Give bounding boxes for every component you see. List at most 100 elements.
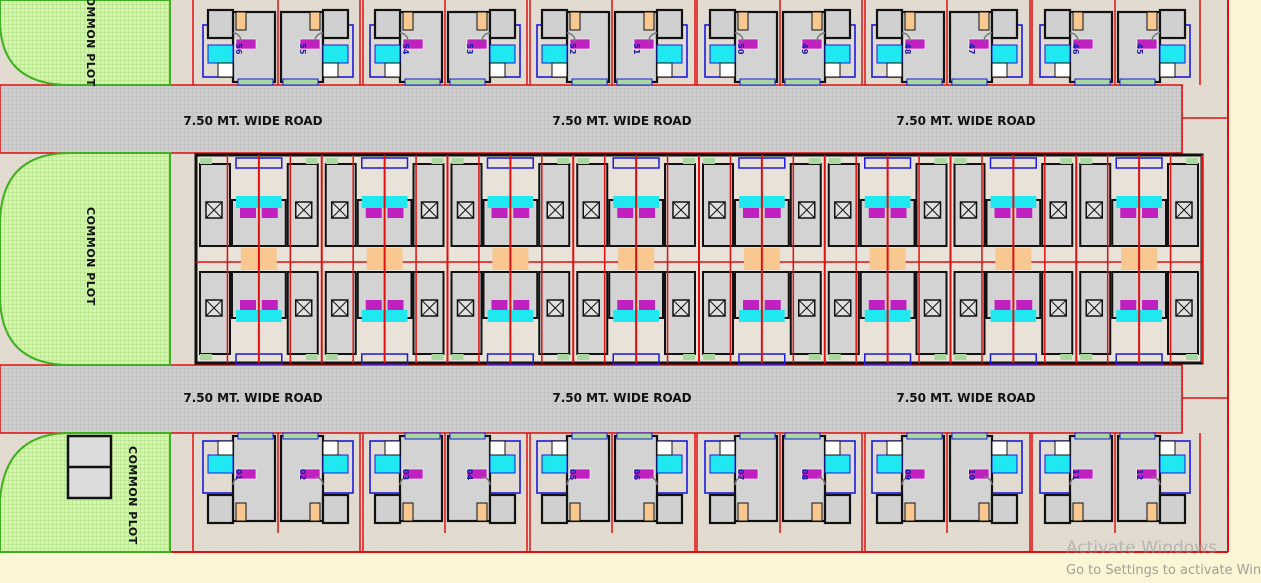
staircase: [365, 300, 382, 310]
store: [824, 62, 841, 78]
store: [886, 440, 903, 456]
unit-number: 45: [1135, 43, 1144, 55]
unit-number: 11: [1071, 469, 1080, 481]
store: [656, 62, 673, 78]
toilet: [402, 502, 414, 522]
cluster-7: [1079, 155, 1203, 365]
green-strip: [305, 354, 318, 360]
staircase: [299, 468, 321, 480]
staircase: [743, 300, 759, 310]
wash-area: [656, 454, 683, 474]
side-room: [540, 493, 569, 525]
staircase: [299, 38, 321, 50]
staircase: [1072, 468, 1094, 480]
lift-cross: [546, 299, 564, 317]
door-swing: [314, 476, 324, 486]
side-room: [206, 8, 235, 40]
road-label-upper-3: 7.50 MT. WIDE ROAD: [896, 114, 1035, 128]
lift-cross: [582, 201, 600, 219]
store: [991, 62, 1008, 78]
lift-cross: [546, 201, 564, 219]
door-swing: [648, 32, 658, 42]
lift-cross: [1049, 299, 1067, 317]
toilet: [569, 11, 581, 31]
store: [551, 440, 568, 456]
staircase: [904, 38, 926, 50]
side-room: [321, 8, 350, 40]
parking-strip: [951, 78, 988, 86]
store: [489, 440, 506, 456]
green-strip: [808, 158, 821, 164]
unit-number: 55: [298, 43, 307, 55]
lift-cross: [421, 201, 438, 219]
side-room: [823, 493, 852, 525]
unit-number: 51: [632, 43, 641, 55]
lift-cross: [924, 201, 941, 219]
side-room: [708, 493, 737, 525]
door-swing: [1069, 32, 1079, 42]
green-strip: [577, 354, 590, 360]
lift-cross: [205, 201, 223, 219]
lift-cross: [834, 201, 852, 219]
parking-strip: [1119, 78, 1156, 86]
wash-area: [207, 454, 234, 474]
parking-strip: [449, 432, 486, 440]
lift-cross: [708, 201, 726, 219]
door-swing: [399, 476, 409, 486]
road-label-lower-2: 7.50 MT. WIDE ROAD: [552, 391, 691, 405]
parking-strip: [739, 432, 776, 440]
green-strip: [808, 354, 821, 360]
toilet: [309, 502, 321, 522]
side-room: [708, 8, 737, 40]
staircase: [617, 300, 634, 310]
toilet: [1146, 11, 1158, 31]
staircase: [764, 208, 781, 218]
staircase: [235, 468, 257, 480]
wash-area: [374, 44, 401, 64]
unit-number: 04: [465, 469, 474, 481]
staircase: [235, 38, 257, 50]
lift-cross: [834, 299, 852, 317]
staircase: [513, 208, 530, 218]
toilet: [1146, 502, 1158, 522]
wash-area: [322, 44, 349, 64]
side-room: [875, 8, 904, 40]
green-strip: [557, 354, 570, 360]
wash-area: [991, 44, 1018, 64]
store: [551, 62, 568, 78]
unit-number: 53: [465, 43, 474, 54]
side-room: [321, 493, 350, 525]
toilet: [811, 502, 823, 522]
parking-strip: [1074, 432, 1111, 440]
parking-strip: [571, 78, 608, 86]
cluster-2: [450, 155, 575, 365]
staircase: [261, 300, 278, 310]
common-plot-label-bottom: COMMON PLOT: [126, 446, 139, 545]
green-strip: [828, 158, 841, 164]
unit-room: [664, 163, 696, 247]
staircase: [569, 38, 591, 50]
unit-number: 47: [967, 43, 976, 54]
staircase: [1120, 208, 1137, 218]
store: [824, 440, 841, 456]
door-swing: [232, 32, 242, 42]
green-strip: [1186, 354, 1198, 360]
unit-number: 06: [632, 469, 641, 481]
door-swing: [816, 32, 826, 42]
green-strip: [325, 158, 338, 164]
cluster-0: [199, 155, 323, 365]
parking-strip: [449, 78, 486, 86]
unit-number: 50: [736, 43, 745, 55]
green-strip: [683, 158, 695, 164]
toilet: [235, 502, 247, 522]
parking-strip: [237, 78, 274, 86]
side-room: [540, 8, 569, 40]
